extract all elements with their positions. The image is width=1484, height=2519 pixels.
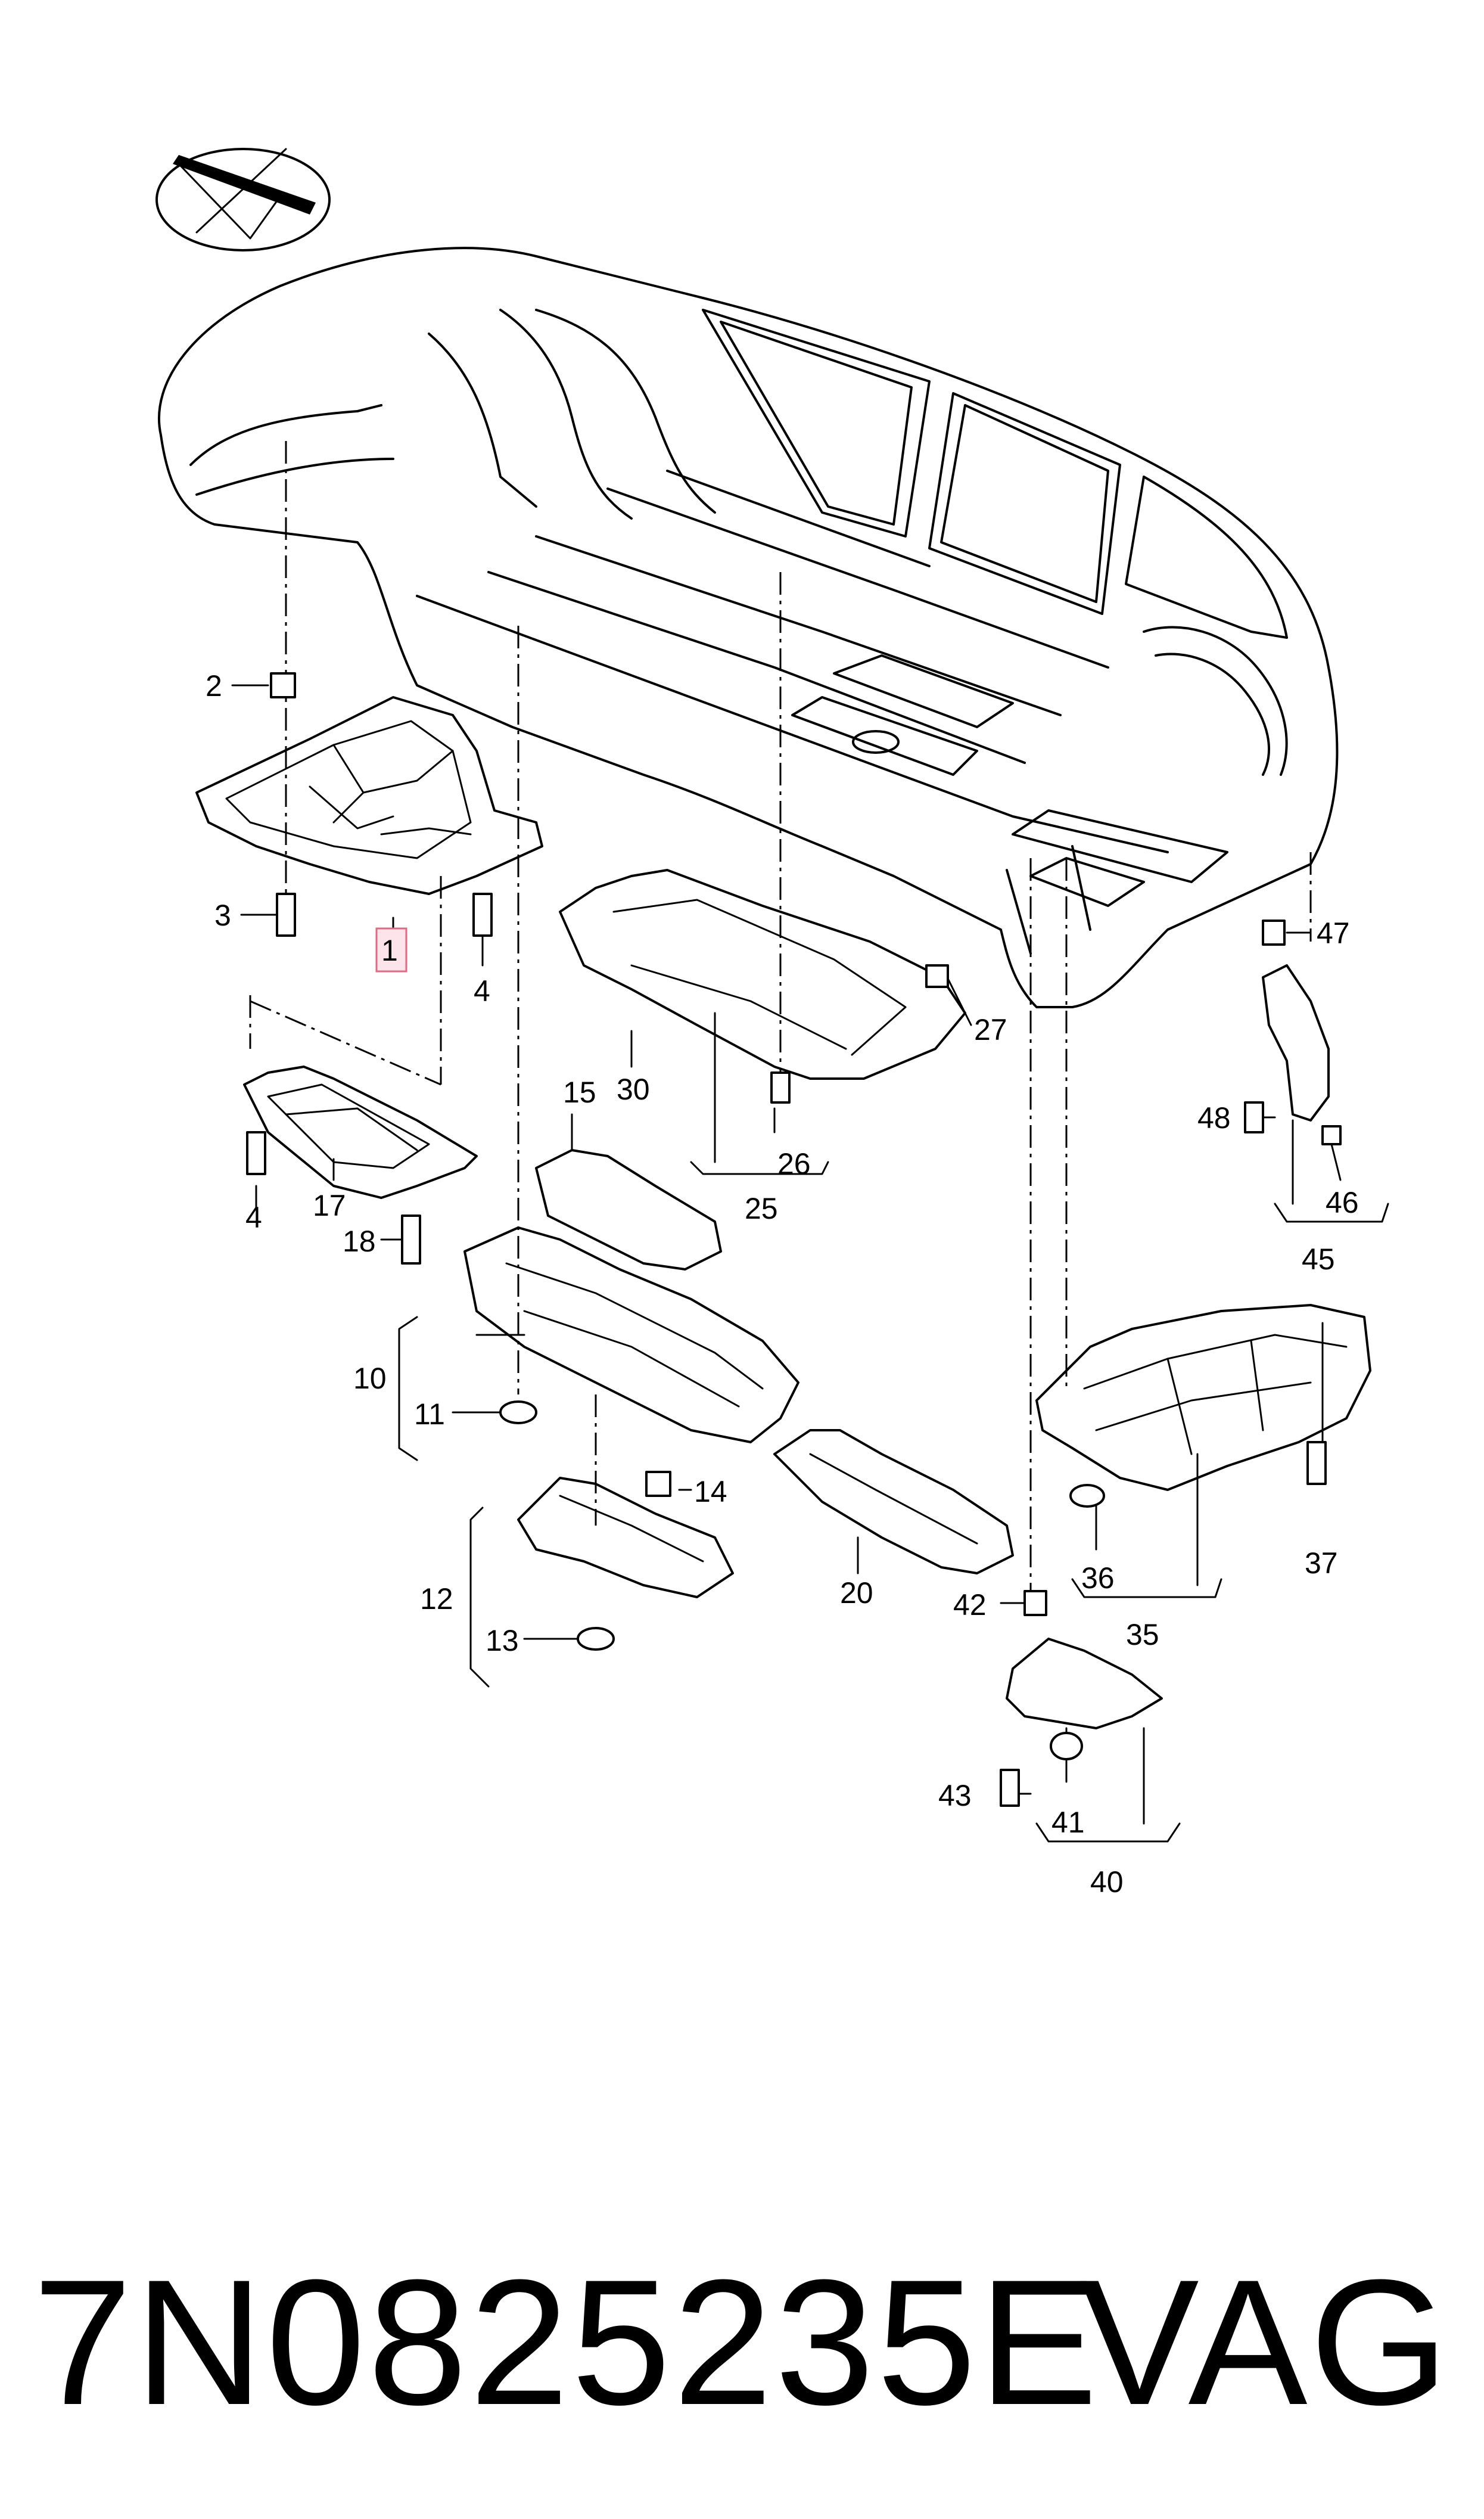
callout-15: 15: [563, 1076, 596, 1109]
vehicle-body-outline: [157, 247, 1339, 1008]
callout-18: 18: [343, 1225, 376, 1258]
callout-43: 43: [938, 1779, 972, 1812]
callout-1: 1: [381, 934, 398, 967]
parts-exploded-diagram: 1 2 3 4 4 10 11 12 13 14 15 17 18 20 25 …: [155, 148, 1389, 1899]
callout-36: 36: [1081, 1561, 1115, 1595]
callout-3: 3: [214, 899, 231, 932]
callout-11: 11: [414, 1397, 445, 1431]
callout-12: 12: [420, 1582, 453, 1616]
center-tunnel-shield: [559, 869, 966, 1080]
highlighted-callout-box: [375, 927, 407, 973]
callout-25: 25: [745, 1192, 778, 1225]
callout-13: 13: [486, 1624, 519, 1657]
callout-35: 35: [1126, 1618, 1159, 1651]
direction-compass-icon: [155, 148, 331, 251]
callout-41: 41: [1051, 1806, 1085, 1839]
callout-46: 46: [1326, 1186, 1359, 1219]
callout-4-upper: 4: [474, 974, 490, 1008]
heat-shield-mid-exhaust: [773, 1429, 1014, 1574]
assembly-lines: [249, 441, 1312, 1597]
callout-10: 10: [353, 1362, 387, 1395]
rear-underbody-shield: [1035, 1304, 1371, 1491]
footer: 7N0825235E VAG: [0, 2217, 1484, 2503]
callout-40: 40: [1090, 1865, 1124, 1899]
side-bracket: [1262, 964, 1330, 1122]
lower-guard-panel: [243, 1066, 478, 1199]
callout-48: 48: [1197, 1101, 1231, 1135]
callout-14: 14: [694, 1475, 727, 1508]
heat-shield-rear-exhaust: [517, 1477, 734, 1598]
callout-45: 45: [1302, 1243, 1335, 1276]
callout-27: 27: [974, 1013, 1007, 1046]
callout-26: 26: [777, 1147, 811, 1181]
part-number-label: 7N0825235E: [33, 2242, 1100, 2442]
callout-42: 42: [953, 1588, 987, 1622]
heat-shield-front: [463, 1226, 799, 1443]
engine-underbody-guard: [195, 696, 543, 895]
callout-4-lower: 4: [245, 1201, 262, 1234]
callout-20: 20: [840, 1576, 873, 1610]
callout-17: 17: [313, 1189, 346, 1222]
brand-label: VAG: [1079, 2242, 1451, 2442]
callout-37: 37: [1305, 1546, 1338, 1580]
fasteners: [246, 672, 1342, 1807]
small-rear-shield: [1006, 1638, 1163, 1729]
heat-shield-upper: [535, 1149, 722, 1271]
callout-2: 2: [206, 669, 222, 703]
callout-47: 47: [1317, 917, 1350, 950]
callout-labels: 1 2 3 4 4 10 11 12 13 14 15 17 18 20 25 …: [206, 669, 1359, 1899]
callout-30: 30: [617, 1073, 650, 1106]
